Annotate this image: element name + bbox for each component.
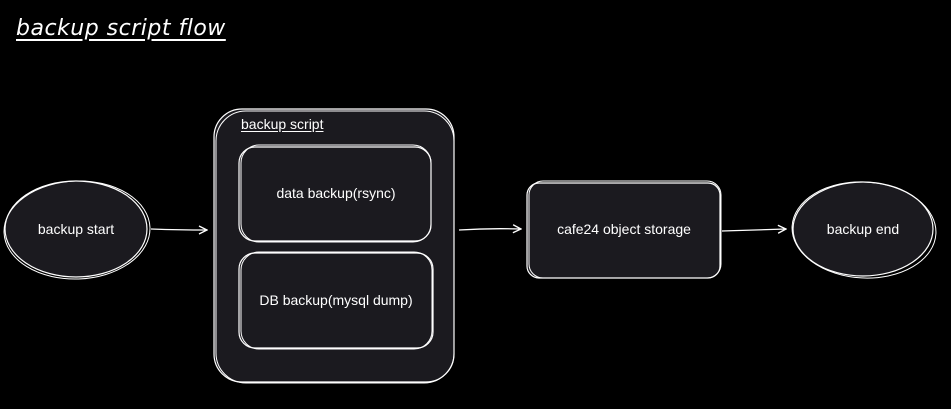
start-node-label: backup start (37, 221, 115, 237)
end-node (791, 181, 937, 279)
arrow-storage-to-end (721, 229, 786, 231)
storage-node (526, 180, 722, 279)
db-backup-node (238, 251, 434, 350)
start-node (3, 180, 151, 280)
data-backup-label: data backup(rsync) (276, 185, 396, 201)
diagram-title: backup script flow (16, 16, 226, 41)
storage-node-label: cafe24 object storage (557, 221, 691, 237)
db-backup-label: DB backup(mysql dump) (259, 292, 413, 308)
arrow-start-to-script (150, 229, 207, 230)
arrow-script-to-storage (458, 229, 521, 230)
end-node-label: backup end (826, 221, 900, 237)
backup-script-label: backup script (241, 116, 324, 132)
data-backup-node (238, 144, 432, 243)
